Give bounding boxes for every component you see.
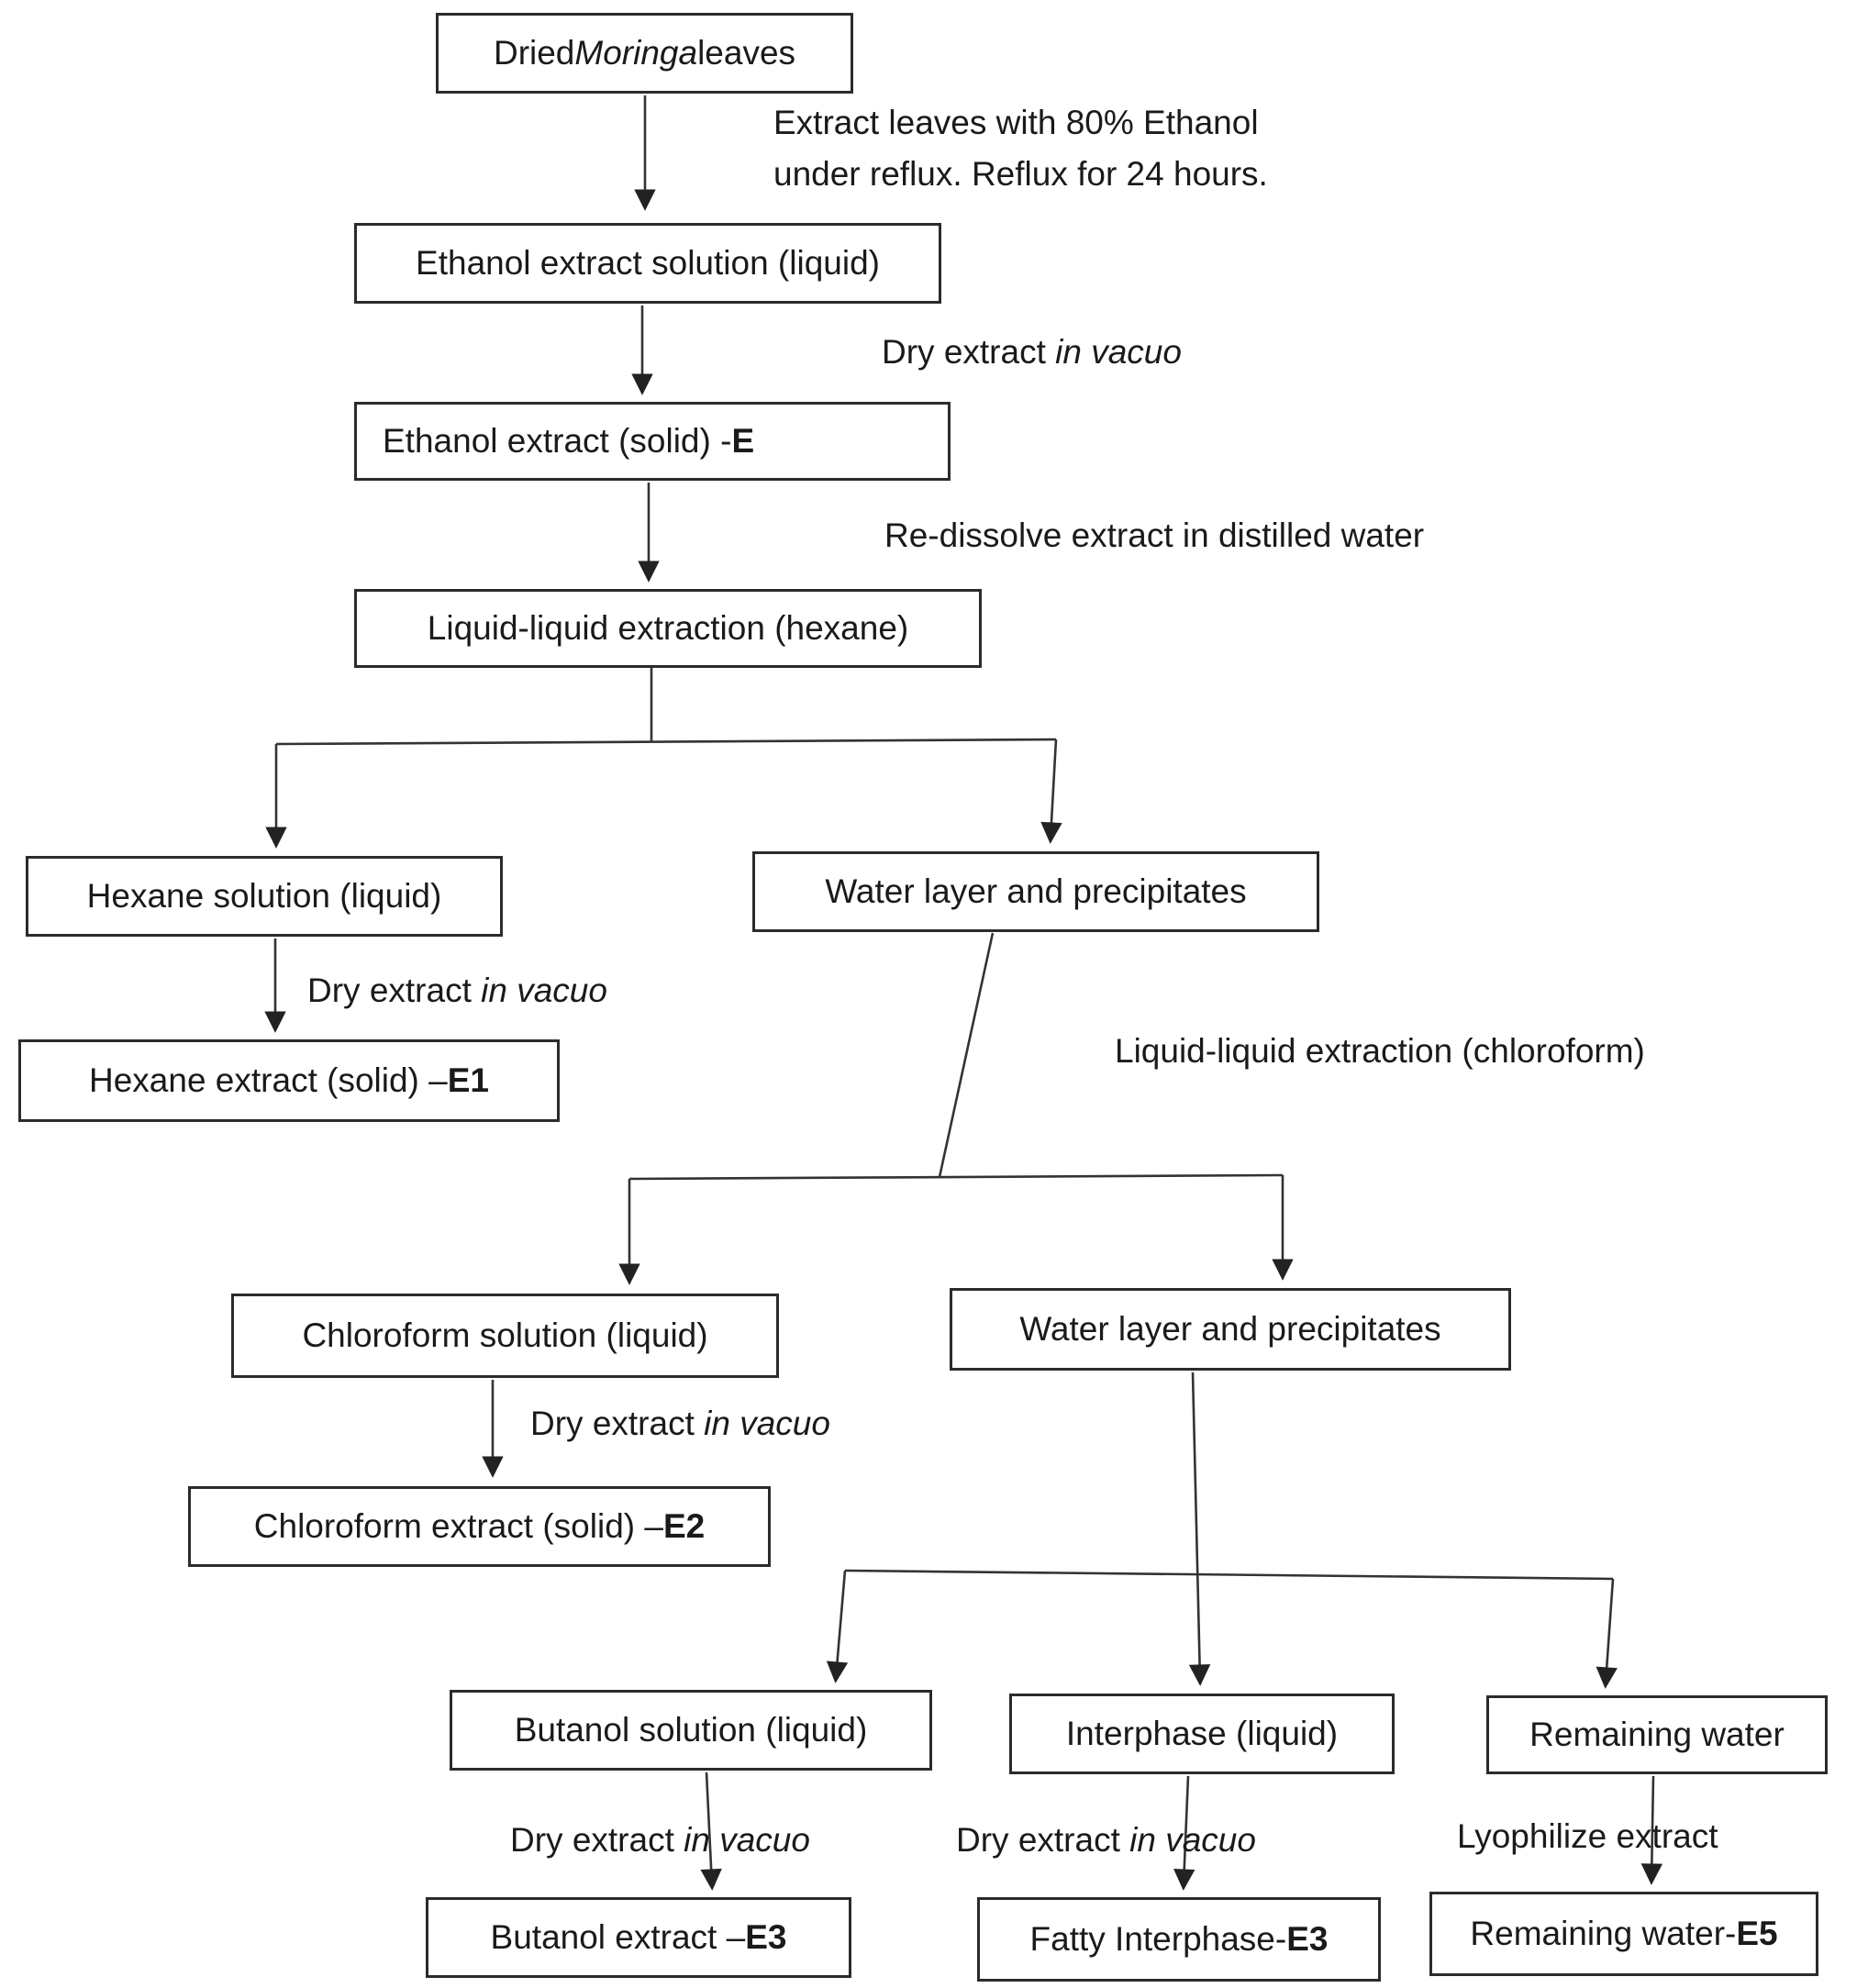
node-label: Fatty Interphase- [1029,1919,1287,1958]
step-label-italic: in vacuo [481,972,607,1009]
step-label-dry-in-vacuo-2: Dry extract in vacuo [307,965,607,1016]
node-label-italic: Moringa [574,33,698,72]
node-label: Butanol extract – [490,1917,746,1956]
step-label-dry-in-vacuo-3: Dry extract in vacuo [530,1398,830,1449]
node-ethanol-extract-solution: Ethanol extract solution (liquid) [354,223,941,304]
step-label-lyophilize: Lyophilize extract [1457,1811,1718,1862]
step-label-text: Lyophilize extract [1457,1817,1718,1855]
step-label-text: Dry extract [530,1405,705,1442]
node-code: E1 [447,1061,489,1099]
node-label: Chloroform solution (liquid) [302,1316,708,1354]
node-label: Liquid-liquid extraction (hexane) [427,608,909,647]
step-label-dry-in-vacuo-1: Dry extract in vacuo [882,327,1182,378]
node-remaining-water-E5: Remaining water-E5 [1429,1892,1818,1976]
node-chloroform-solution: Chloroform solution (liquid) [231,1294,779,1378]
step-label-dry-in-vacuo-4: Dry extract in vacuo [510,1815,810,1866]
node-butanol-solution: Butanol solution (liquid) [450,1690,932,1771]
node-label: Dried [493,33,575,72]
node-label: Interphase (liquid) [1065,1714,1339,1752]
node-label: Butanol solution (liquid) [514,1710,868,1749]
node-code: E2 [662,1506,706,1545]
step-label-italic: in vacuo [1055,333,1182,371]
step-label-italic: in vacuo [684,1821,810,1859]
node-code: E3 [745,1917,787,1956]
node-butanol-extract-E3: Butanol extract – E3 [426,1897,851,1978]
step-label-line: Extract leaves with 80% Ethanol [773,104,1259,141]
node-label: Ethanol extract (solid) - [383,421,732,460]
node-dried-moringa-leaves: Dried Moringa leaves [436,13,853,94]
node-interphase-liquid: Interphase (liquid) [1009,1694,1395,1774]
step-label-line: under reflux. Reflux for 24 hours. [773,155,1268,193]
step-label-text: Liquid-liquid extraction (chloroform) [1115,1032,1645,1070]
node-hexane-extract-solid-E1: Hexane extract (solid) – E1 [18,1039,560,1122]
node-label: Water layer and precipitates [825,872,1247,910]
node-label: Ethanol extract solution (liquid) [416,243,880,282]
node-liquid-liquid-extraction-hexane: Liquid-liquid extraction (hexane) [354,589,982,668]
step-label-redissolve: Re-dissolve extract in distilled water [884,510,1424,561]
node-label: Chloroform extract (solid) – [253,1506,663,1545]
node-fatty-interphase-E3: Fatty Interphase-E3 [977,1897,1381,1982]
step-label-italic: in vacuo [704,1405,830,1442]
node-label: Hexane extract (solid) – [89,1061,448,1099]
node-hexane-solution: Hexane solution (liquid) [26,856,503,937]
step-label-text: Dry extract [956,1821,1130,1859]
node-label: Water layer and precipitates [1019,1309,1441,1348]
node-label: Remaining water [1529,1715,1785,1753]
step-label-text: Dry extract [307,972,482,1009]
node-water-layer-precipitates-2: Water layer and precipitates [950,1288,1511,1371]
node-label: Remaining water- [1470,1914,1737,1952]
step-label-dry-in-vacuo-5: Dry extract in vacuo [956,1815,1256,1866]
node-code: E5 [1736,1914,1778,1952]
node-code: E3 [1286,1919,1329,1958]
step-label-italic: in vacuo [1129,1821,1256,1859]
node-chloroform-extract-solid-E2: Chloroform extract (solid) – E2 [188,1486,771,1567]
step-label-reflux-extraction: Extract leaves with 80% Ethanol under re… [773,97,1268,200]
node-ethanol-extract-solid-E: Ethanol extract (solid) - E [354,402,951,481]
node-remaining-water: Remaining water [1486,1695,1828,1774]
step-label-text: Re-dissolve extract in distilled water [884,516,1425,554]
step-label-llx-chloroform: Liquid-liquid extraction (chloroform) [1115,1026,1645,1077]
step-label-text: Dry extract [882,333,1056,371]
step-label-text: Dry extract [510,1821,684,1859]
node-water-layer-precipitates-1: Water layer and precipitates [752,851,1319,932]
node-label: Hexane solution (liquid) [86,876,442,915]
node-label: leaves [697,33,796,72]
node-code: E [731,421,755,460]
